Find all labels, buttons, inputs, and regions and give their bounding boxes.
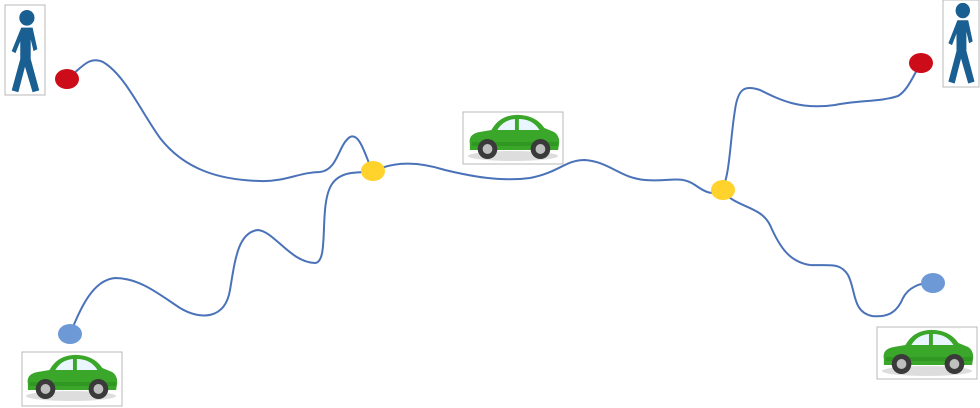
route-line-bottom-right [722, 190, 933, 316]
pickup-node-left [58, 324, 82, 344]
green-car-icon-bottom-left [22, 352, 122, 406]
route-line-top-right [722, 63, 921, 190]
meeting-node-left [361, 161, 385, 181]
route-line-bottom-left [70, 172, 372, 334]
green-car-icon-center [463, 112, 563, 164]
green-car-icon-bottom-right [877, 327, 977, 379]
route-line-shared [372, 160, 722, 193]
meeting-node-right [711, 180, 735, 200]
walking-person-icon-left [5, 5, 45, 95]
walking-person-icon-right [943, 0, 979, 87]
route-line-top-left [67, 60, 372, 181]
origin-node-right [909, 53, 933, 73]
origin-node-left [55, 69, 79, 89]
pickup-node-right [921, 273, 945, 293]
